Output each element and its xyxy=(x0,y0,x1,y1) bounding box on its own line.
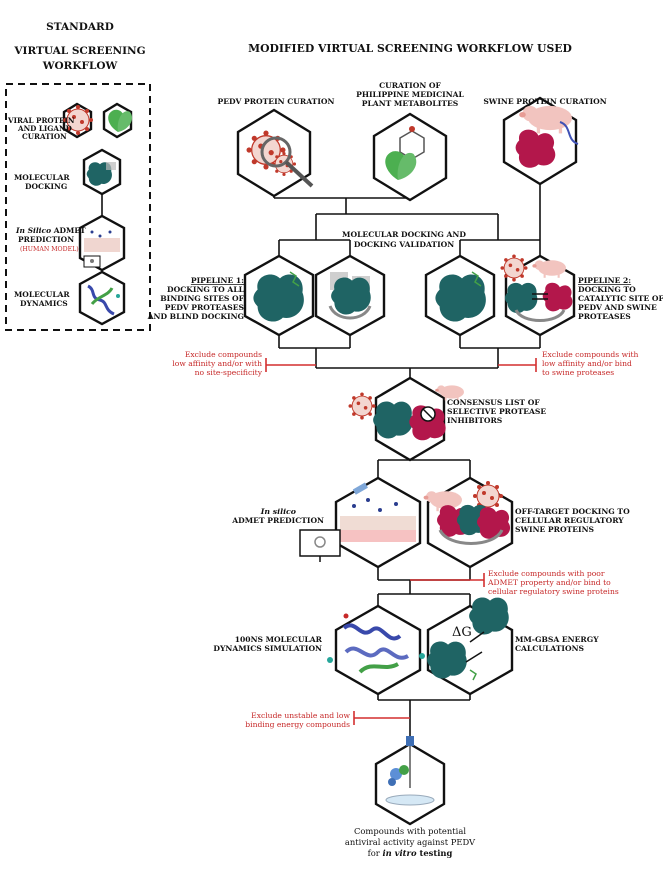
pipeline1-line3: PEDV PROTEASES xyxy=(165,303,245,312)
pipeline1-line2: BINDING SITES OF xyxy=(160,294,244,303)
admet-hexagon xyxy=(299,476,422,569)
exclude-right-line1: Exclude compounds with xyxy=(542,350,639,359)
standard-step1-line3: CURATION xyxy=(22,132,67,141)
pipeline1-line1: DOCKING TO ALL xyxy=(167,285,245,294)
final-line3-prefix: for xyxy=(368,848,383,858)
standard-step2-line2: DOCKING xyxy=(25,182,67,191)
pedv-curation-hexagon xyxy=(236,108,314,198)
standard-title-line2: VIRTUAL SCREENING xyxy=(13,45,145,57)
exclude-energy-line2: binding energy compounds xyxy=(245,720,350,729)
admet-text: ADMET xyxy=(51,226,86,235)
exclude-admet-line3: cellular regulatory swine proteins xyxy=(488,587,619,596)
mmgbsa-line2: CALCULATIONS xyxy=(515,644,585,653)
final-line1: Compounds with potential xyxy=(354,826,466,836)
offtarget-hexagon xyxy=(423,476,514,569)
final-line3-suffix: testing xyxy=(417,848,453,858)
standard-workflow-panel: STANDARD VIRTUAL SCREENING WORKFLOW VIRA… xyxy=(5,21,151,331)
standard-step1-line2: AND LIGAND xyxy=(17,124,72,133)
plant-curation-hexagon xyxy=(372,112,448,202)
exclude-admet-line2: ADMET property and/or bind to xyxy=(487,578,611,587)
md-hexagon xyxy=(327,604,425,696)
standard-workflow-border xyxy=(5,83,151,331)
pipeline1-docking-hexagon-1 xyxy=(243,254,315,337)
delta-g-symbol: ΔG xyxy=(452,625,472,640)
consensus-hexagon xyxy=(348,376,464,462)
swine-curation-hexagon xyxy=(502,96,579,186)
docking-validation-line1: MOLECULAR DOCKING AND xyxy=(342,230,466,239)
pipeline2-title: PIPELINE 2: xyxy=(578,276,631,285)
final-line3: for in vitro testing xyxy=(368,848,453,858)
pipeline2-docking-hexagon-1 xyxy=(424,254,496,337)
offtarget-line1: OFF-TARGET DOCKING TO xyxy=(515,507,630,516)
standard-title-line3: WORKFLOW xyxy=(42,60,118,72)
swine-curation-label: SWINE PROTEIN CURATION xyxy=(483,97,606,106)
main-title: MODIFIED VIRTUAL SCREENING WORKFLOW USED xyxy=(248,42,572,55)
exclude-left-line3: no site-specificity xyxy=(195,368,263,377)
exclude-right-line3: to swine proteases xyxy=(542,368,614,377)
plant-curation-line3: PLANT METABOLITES xyxy=(362,99,459,108)
consensus-line3: INHIBITORS xyxy=(447,416,503,425)
mmgbsa-line1: MM-GBSA ENERGY xyxy=(515,635,599,644)
standard-step3-note: (HUMAN MODEL) xyxy=(20,246,79,253)
exclusion-markers xyxy=(265,358,537,725)
pipeline1-line4: AND BLIND DOCKING xyxy=(147,312,244,321)
standard-step3-line2: PREDICTION xyxy=(18,235,74,244)
in-silico-italic: In Silico xyxy=(15,226,51,235)
pipeline2-line1: DOCKING TO xyxy=(578,285,636,294)
standard-step4-line1: MOLECULAR xyxy=(14,290,70,299)
standard-step4-icon xyxy=(78,270,126,326)
final-line3-italic: in vitro xyxy=(382,848,417,858)
pipeline2-line3: PEDV AND SWINE xyxy=(578,303,657,312)
final-testing-hexagon xyxy=(374,736,446,826)
pipeline2-docking-hexagon-2 xyxy=(500,254,576,337)
pipeline1-docking-hexagon-2 xyxy=(314,254,386,337)
standard-step1-line1: VIRAL PROTEIN xyxy=(7,116,75,125)
pipeline2-line4: PROTEASES xyxy=(578,312,631,321)
plant-curation-line1: CURATION OF xyxy=(379,81,441,90)
exclude-left-line2: low affinity and/or with xyxy=(172,359,262,368)
md-line1: 100NS MOLECULAR xyxy=(235,635,323,644)
consensus-line2: SELECTIVE PROTEASE xyxy=(447,407,546,416)
admet-italic-label: In silico xyxy=(260,507,296,516)
standard-step1-icons xyxy=(62,102,133,139)
exclude-right-line2: low affinity and/or bind xyxy=(542,359,632,368)
standard-step2-icon xyxy=(82,148,122,196)
exclude-energy-line1: Exclude unstable and low xyxy=(251,711,350,720)
consensus-line1: CONSENSUS LIST OF xyxy=(447,398,540,407)
standard-title-line1: STANDARD xyxy=(46,21,114,33)
plant-curation-line2: PHILIPPINE MEDICINAL xyxy=(356,90,464,99)
pipeline2-line2: CATALYTIC SITE OF xyxy=(578,294,663,303)
standard-step2-line1: MOLECULAR xyxy=(14,173,70,182)
pedv-curation-label: PEDV PROTEIN CURATION xyxy=(218,97,335,106)
standard-step3-line1: In Silico ADMET xyxy=(15,226,86,235)
final-line2: antiviral activity against PEDV xyxy=(345,837,476,847)
mmgbsa-hexagon xyxy=(426,597,514,696)
offtarget-line2: CELLULAR REGULATORY xyxy=(515,516,624,525)
docking-validation-line2: DOCKING VALIDATION xyxy=(354,240,454,249)
offtarget-line3: SWINE PROTEINS xyxy=(515,525,595,534)
standard-step3-icon xyxy=(78,214,126,272)
admet-label: ADMET PREDICTION xyxy=(231,516,324,525)
exclude-admet-line1: Exclude compounds with poor xyxy=(488,569,605,578)
standard-step4-line2: DYNAMICS xyxy=(20,299,68,308)
md-line2: DYNAMICS SIMULATION xyxy=(213,644,322,653)
exclude-left-line1: Exclude compounds xyxy=(185,350,262,359)
pipeline1-title: PIPELINE 1: xyxy=(191,276,244,285)
